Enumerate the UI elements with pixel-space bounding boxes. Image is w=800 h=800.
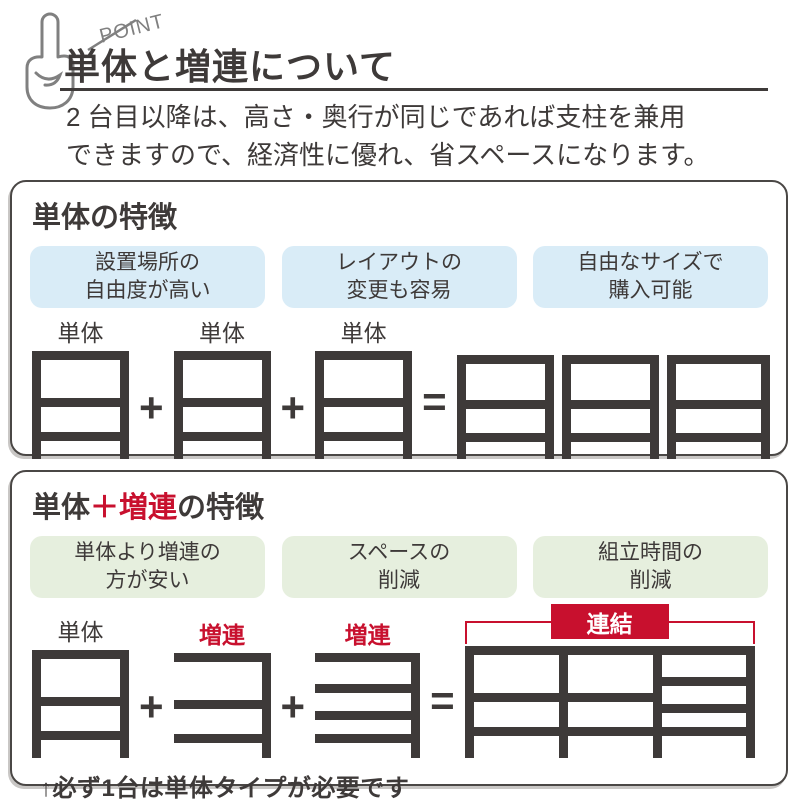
pill-line: 単体より増連の <box>74 541 221 565</box>
pill-line: 変更も容易 <box>346 279 452 302</box>
pill-line: 組立時間の <box>598 541 703 565</box>
unit-label: 単体 <box>57 320 104 346</box>
shelf-unit-standalone: 単体 <box>32 314 129 459</box>
feature-pill: 設置場所の 自由度が高い <box>30 246 265 308</box>
feature-pill: レイアウトの 変更も容易 <box>281 246 517 308</box>
shelf-unit-standalone: 単体 <box>32 613 129 758</box>
pill-line: 自由度が高い <box>84 279 211 302</box>
unit-label: 増連 <box>199 622 246 648</box>
standalone-shelf-icon <box>456 355 554 459</box>
feature-pill: スペースの 削減 <box>281 536 517 598</box>
combined-shelf-icon <box>464 646 755 758</box>
page-title: 単体と増連について <box>64 46 396 87</box>
note-text: ↑必ず1台は単体タイプが必要です <box>40 775 410 800</box>
title-part-red: ＋増連 <box>90 492 178 524</box>
section-zouren-panel: 単体＋増連の特徴 単体より増連の 方が安い スペースの 削減 組立時間の 削減 … <box>10 470 788 800</box>
addon-shelf-icon <box>173 653 271 758</box>
plus-operator: + <box>280 683 306 730</box>
section-tandoku-title: 単体の特徴 <box>32 202 178 234</box>
title-underline <box>60 88 768 91</box>
standalone-shelf-icon <box>315 351 413 459</box>
feature-pill: 自由なサイズで 購入可能 <box>533 246 768 308</box>
tandoku-result-group <box>456 355 770 459</box>
link-label: 連結 <box>550 604 669 639</box>
pill-line: 削減 <box>629 569 672 592</box>
title-part: 単体 <box>32 492 91 524</box>
shelf-unit-standalone: 単体 <box>315 314 413 459</box>
standalone-shelf-icon <box>561 355 659 459</box>
equals-operator: = <box>430 677 455 724</box>
unit-label: 増連 <box>344 622 391 648</box>
pill-line: 設置場所の <box>95 251 200 275</box>
pill-line: 購入可能 <box>608 279 693 302</box>
link-bracket: 連結 <box>464 604 755 644</box>
pill-line: 削減 <box>378 569 420 592</box>
standalone-shelf-icon <box>32 351 129 459</box>
combined-shelf-column: 連結 <box>464 604 755 758</box>
zouren-shelf-row: 単体 + 増連 + 増連 <box>12 598 786 758</box>
unit-label: 単体 <box>199 320 246 346</box>
feature-pill: 単体より増連の 方が安い <box>30 536 265 598</box>
tandoku-shelf-row: 単体 + 単体 + 単体 <box>12 308 786 459</box>
pill-line: レイアウトの <box>336 251 462 275</box>
feature-pill: 組立時間の 削減 <box>533 536 768 598</box>
unit-label: 単体 <box>340 320 387 346</box>
point-hand-icon <box>6 10 96 110</box>
standalone-shelf-icon <box>173 351 271 459</box>
standalone-shelf-icon <box>666 355 770 459</box>
plus-operator: + <box>139 683 164 730</box>
section-zouren-title: 単体＋増連の特徴 <box>32 484 786 526</box>
intro-text: 2 台目以降は、高さ・奥行が同じであれば支柱を兼用 できますので、経済性に優れ、… <box>66 99 710 174</box>
shelf-unit-addon: 増連 <box>173 616 271 758</box>
standalone-shelf-icon <box>32 650 129 758</box>
pill-line: スペースの <box>347 541 451 565</box>
unit-label: 単体 <box>57 619 104 645</box>
intro-line-2: できますので、経済性に優れ、省スペースになります。 <box>66 139 710 170</box>
title-part: の特徴 <box>177 492 265 524</box>
addon-shelf-icon <box>315 653 421 758</box>
pill-line: 方が安い <box>105 569 190 592</box>
point-slash-line <box>86 18 138 52</box>
pill-line: 自由なサイズで <box>577 251 724 275</box>
intro-line-1: 2 台目以降は、高さ・奥行が同じであれば支柱を兼用 <box>66 102 686 132</box>
section-tandoku-panel: 単体の特徴 設置場所の 自由度が高い レイアウトの 変更も容易 自由なサイズで … <box>10 180 788 459</box>
shelf-unit-addon: 増連 <box>315 616 421 758</box>
plus-operator: + <box>139 384 164 431</box>
shelf-unit-standalone: 単体 <box>173 314 271 459</box>
zouren-pill-row: 単体より増連の 方が安い スペースの 削減 組立時間の 削減 <box>12 526 786 598</box>
plus-operator: + <box>280 384 306 431</box>
tandoku-pill-row: 設置場所の 自由度が高い レイアウトの 変更も容易 自由なサイズで 購入可能 <box>12 236 786 308</box>
equals-operator: = <box>422 378 447 425</box>
